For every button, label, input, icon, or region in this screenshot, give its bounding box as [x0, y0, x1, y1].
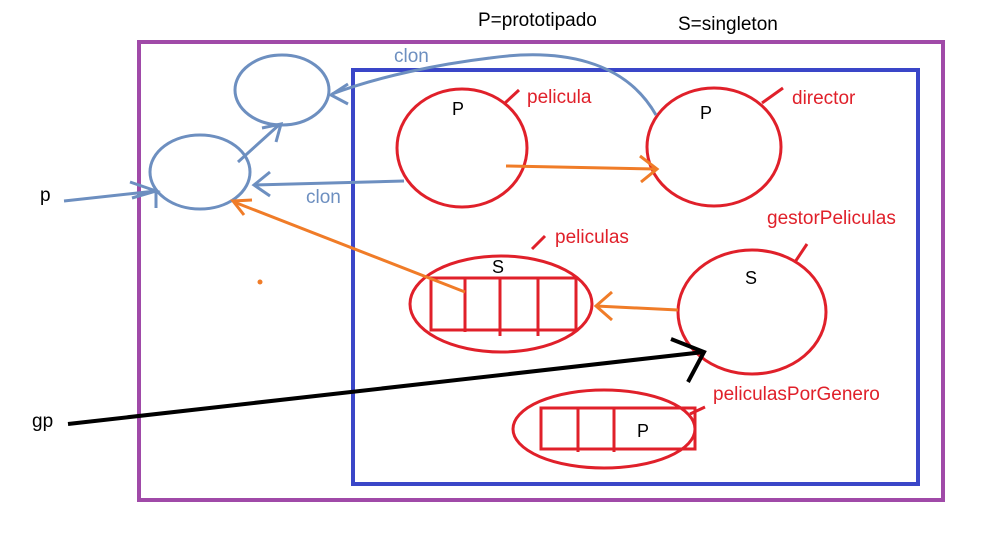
ref-p-arrow — [63, 180, 161, 208]
spring-container-box — [351, 68, 920, 486]
clone-label-bottom: clon — [306, 187, 341, 208]
outer-context-box — [137, 40, 945, 502]
bean-peliculas-scope: S — [492, 257, 504, 277]
dependency-pelicula-director — [505, 154, 660, 184]
legend-prototype: P=prototipado — [478, 10, 597, 31]
clone-label-top: clon — [394, 46, 429, 67]
legend-singleton: S=singleton — [678, 14, 778, 35]
bean-peliculasPorGenero-label: peliculasPorGenero — [713, 384, 880, 405]
ref-gp-label: gp — [32, 411, 53, 432]
bean-director-label: director — [792, 88, 856, 109]
bean-pelicula: P pelicula — [395, 87, 592, 209]
dependency-peliculas-clone — [230, 198, 466, 294]
clone-arrow-pelicula — [251, 170, 405, 198]
bean-peliculasPorGenero: P peliculasPorGenero — [511, 384, 880, 470]
dependency-gestor-peliculas — [593, 290, 679, 322]
bean-pelicula-scope: P — [452, 99, 464, 119]
bean-gestorPeliculas: S gestorPeliculas — [676, 208, 896, 376]
bean-peliculasPorGenero-scope: P — [637, 421, 649, 441]
bean-director: P director — [645, 86, 856, 208]
bean-gestorPeliculas-scope: S — [745, 268, 757, 288]
bean-pelicula-label: pelicula — [527, 87, 592, 108]
orange-dot — [257, 279, 263, 285]
bean-peliculas-label: peliculas — [555, 227, 629, 248]
bean-gestorPeliculas-label: gestorPeliculas — [767, 208, 896, 229]
clone-object-top — [233, 53, 331, 127]
ref-p-label: p — [40, 185, 51, 206]
bean-peliculas: S peliculas — [408, 227, 629, 354]
ref-gp-arrow — [67, 337, 707, 426]
bean-director-scope: P — [700, 103, 712, 123]
clone-arrow-director — [328, 53, 658, 116]
clone-object-bottom — [148, 133, 252, 211]
clone-link-arrow — [236, 122, 284, 164]
